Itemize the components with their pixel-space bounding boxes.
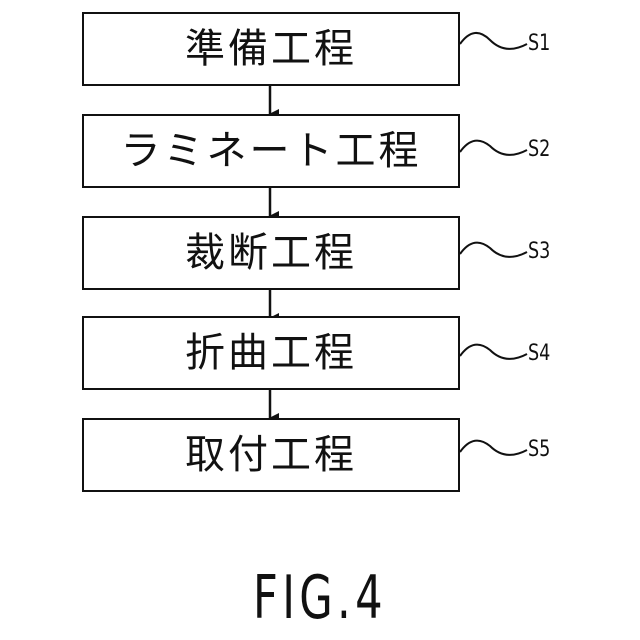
step-label-s5: 取付工程 <box>185 435 357 475</box>
step-box-s3: 裁断工程 <box>82 216 460 290</box>
step-ref-s2: S2 <box>528 139 550 161</box>
step-ref-s4: S4 <box>528 343 550 365</box>
leader-line-s2 <box>460 141 527 155</box>
step-box-s4: 折曲工程 <box>82 316 460 390</box>
step-label-s4: 折曲工程 <box>185 333 357 373</box>
step-box-s2: ラミネート工程 <box>82 114 460 188</box>
step-box-s1: 準備工程 <box>82 12 460 86</box>
step-ref-s5: S5 <box>528 439 550 461</box>
step-label-s1: 準備工程 <box>185 29 357 69</box>
leader-line-s1 <box>460 33 527 49</box>
step-label-s3: 裁断工程 <box>185 233 357 273</box>
step-ref-s3: S3 <box>528 241 550 263</box>
leader-line-s5 <box>460 441 527 455</box>
leader-line-s4 <box>460 345 527 359</box>
figure-caption-text: FIG.4 <box>253 568 387 628</box>
step-ref-s1: S1 <box>528 33 550 55</box>
leader-line-s3 <box>460 243 527 257</box>
step-label-s2: ラミネート工程 <box>121 131 422 171</box>
figure-caption: FIG.4 <box>0 568 640 628</box>
step-box-s5: 取付工程 <box>82 418 460 492</box>
